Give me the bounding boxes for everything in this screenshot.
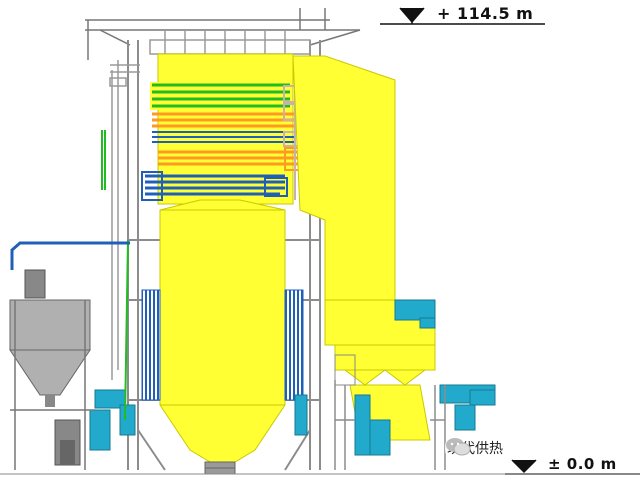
top-headers [149, 30, 311, 55]
waterwall-right [284, 289, 304, 401]
furnace-body [159, 209, 286, 463]
air-ducts [89, 299, 496, 456]
feed-line [10, 241, 130, 270]
furnace-roof [159, 199, 286, 211]
waterwall-left [141, 289, 161, 401]
bottom-elevation-label: ± 0.0 m [548, 455, 617, 473]
ash-discharge [204, 461, 236, 475]
top-elevation-marker [380, 7, 545, 25]
wechat-icon [446, 438, 471, 456]
watermark: 现代供热 [445, 436, 509, 460]
limestone-silo [9, 269, 95, 470]
superheater-bank-upper [152, 112, 295, 143]
flue-gas-duct [292, 55, 396, 311]
left-piping [101, 130, 129, 421]
economizer-bank [150, 82, 290, 110]
air-preheater-hoppers [334, 344, 436, 441]
roof-structure [85, 8, 361, 60]
rear-support-frame [334, 380, 446, 470]
left-gray-piping [109, 60, 140, 380]
reheater-bank [141, 171, 288, 201]
top-elevation-label: + 114.5 m [437, 4, 534, 23]
